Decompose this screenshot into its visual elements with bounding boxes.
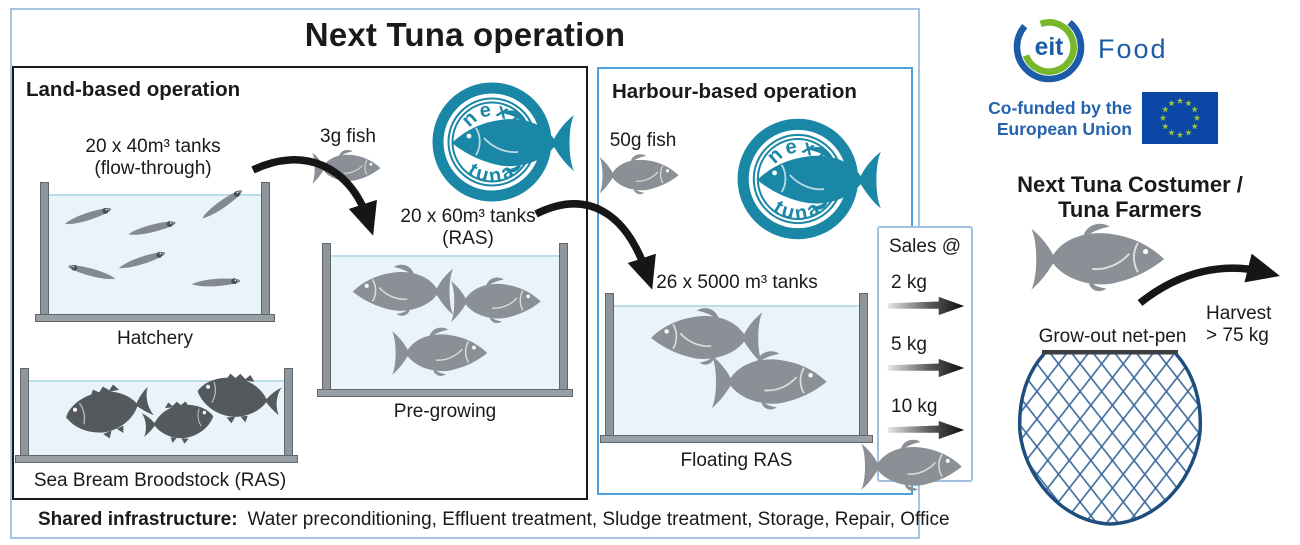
customer-tuna-icon <box>1030 222 1166 293</box>
tuna-icon <box>450 276 542 324</box>
floating-tanks-label: 26 x 5000 m³ tanks <box>656 272 818 293</box>
tank-base <box>600 435 873 443</box>
sales-arrow-icon <box>887 420 965 440</box>
tank-base <box>35 314 275 322</box>
broodstock-caption: Sea Bream Broodstock (RAS) <box>33 470 287 491</box>
tank-wall <box>20 368 29 460</box>
tank-wall <box>261 182 270 319</box>
floating-ras-caption: Floating RAS <box>680 450 793 471</box>
tuna-icon <box>391 326 488 377</box>
sales-weight-5kg: 5 kg <box>891 334 927 355</box>
hatchery-tanks-label: 20 x 40m³ tanks (flow-through) <box>53 136 253 180</box>
customer-title: Next Tuna Costumer / Tuna Farmers <box>985 172 1275 222</box>
sales-arrow-icon <box>887 296 965 316</box>
eit-logo-text: eit <box>1035 34 1064 61</box>
small-tuna-icon <box>599 153 680 195</box>
sales-tuna-icon <box>860 439 963 492</box>
sales-title: Sales @ <box>888 236 962 257</box>
tuna-icon <box>710 350 828 411</box>
page-title: Next Tuna operation <box>304 16 626 53</box>
broodstock-tank <box>15 368 298 463</box>
tank-wall <box>559 243 568 394</box>
tank-wall <box>40 182 49 319</box>
hatchery-tanks-label-line2: (flow-through) <box>94 158 212 179</box>
shared-infrastructure-label: Shared infrastructure: <box>38 509 238 530</box>
pregrow-tanks-label-line1: 20 x 60m³ tanks <box>400 206 536 227</box>
hatchery-tanks-label-line1: 20 x 40m³ tanks <box>85 136 221 157</box>
sales-panel: Sales @ 2 kg 5 kg 10 kg <box>877 226 973 482</box>
netpen-caption: Grow-out net-pen <box>1038 326 1187 347</box>
small-tuna-icon <box>311 149 381 186</box>
pregrow-tank <box>317 243 573 397</box>
land-based-title: Land-based operation <box>26 78 241 101</box>
tank-base <box>15 455 298 463</box>
sales-weight-10kg: 10 kg <box>891 396 938 417</box>
pregrow-caption: Pre-growing <box>393 401 497 422</box>
shared-infrastructure-items: Water preconditioning, Effluent treatmen… <box>247 509 950 530</box>
harvest-line1: Harvest <box>1206 303 1272 324</box>
harvest-label: Harvest > 75 kg <box>1206 303 1298 347</box>
customer-title-line2: Tuna Farmers <box>1058 197 1202 222</box>
customer-title-line1: Next Tuna Costumer / <box>1017 172 1243 197</box>
transfer-3g-label: 3g fish <box>320 126 376 147</box>
hatchery-caption: Hatchery <box>116 328 194 349</box>
shared-infrastructure: Shared infrastructure: Water precondition… <box>38 509 950 531</box>
harbour-based-title: Harbour-based operation <box>612 80 857 103</box>
land-based-frame <box>12 66 588 500</box>
sales-weight-2kg: 2 kg <box>891 272 927 293</box>
eit-food-wordmark: Food <box>1098 34 1168 64</box>
pregrow-tanks-label: 20 x 60m³ tanks (RAS) <box>368 206 568 250</box>
hatchery-tank <box>35 182 275 322</box>
tank-base <box>317 389 573 397</box>
tank-wall <box>284 368 293 460</box>
eu-flag-icon <box>1142 92 1218 144</box>
pregrow-tanks-label-line2: (RAS) <box>442 228 494 249</box>
tank-wall <box>605 293 614 440</box>
eu-cofunded-line1: Co-funded by the <box>988 98 1132 118</box>
transfer-50g-label: 50g fish <box>609 130 677 151</box>
sales-arrow-icon <box>887 358 965 378</box>
harvest-line2: > 75 kg <box>1206 325 1269 346</box>
tank-wall <box>322 243 331 394</box>
floating-ras-tank <box>600 293 873 443</box>
eu-cofunded-line2: European Union <box>996 119 1132 139</box>
grow-out-net-pen-icon <box>1017 350 1203 526</box>
tank-wall <box>859 293 868 440</box>
eit-logo: eit <box>1013 11 1085 83</box>
netpen-top-bar <box>1042 350 1178 355</box>
eu-cofunded-text: Co-funded by the European Union <box>980 98 1132 140</box>
